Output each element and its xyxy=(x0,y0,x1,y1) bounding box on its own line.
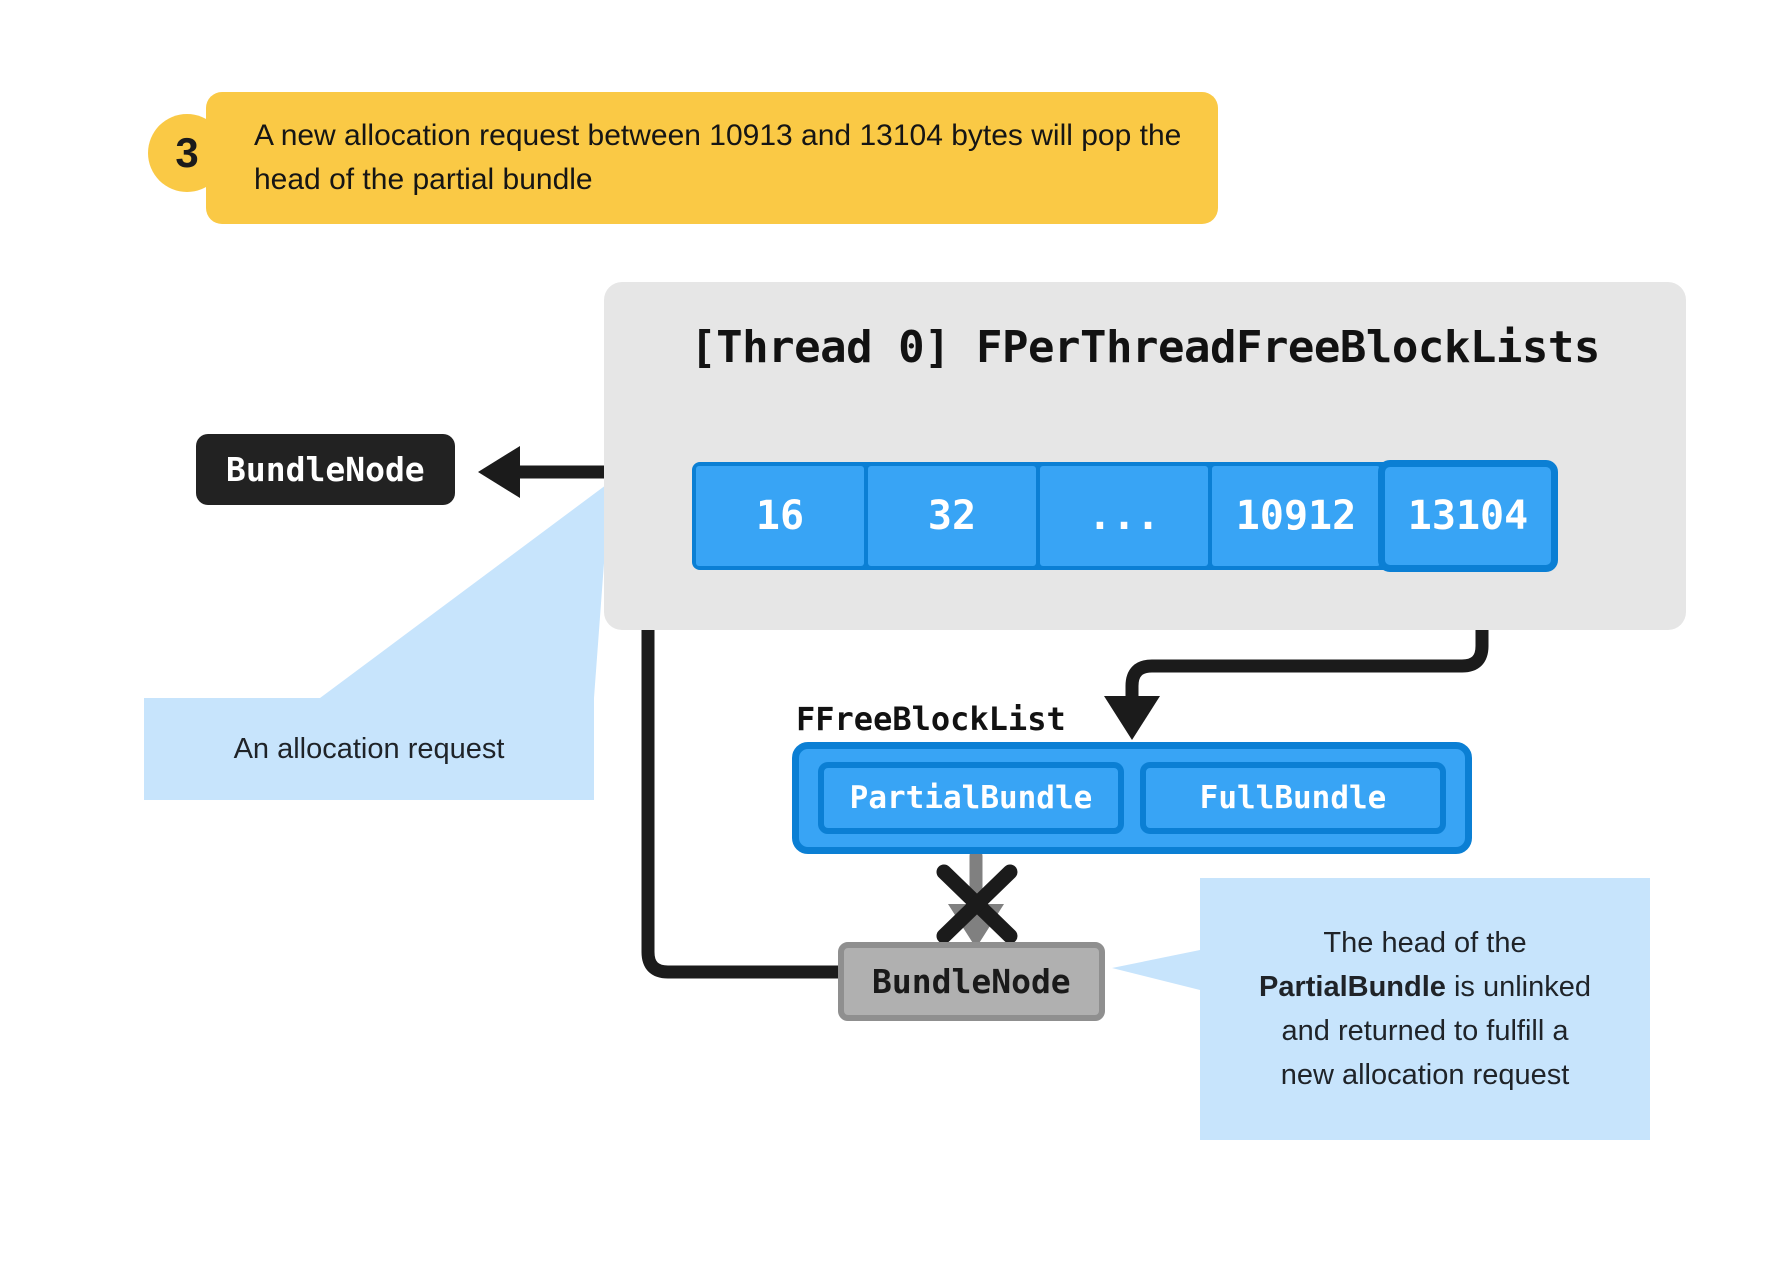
size-class-cell[interactable]: 16 xyxy=(696,466,864,566)
size-class-cell[interactable]: 10912 xyxy=(1212,466,1380,566)
arrow-head-left-icon xyxy=(478,446,520,498)
arrow-head-down-icon xyxy=(1104,696,1160,740)
free-block-list-label: FFreeBlockList xyxy=(796,700,1066,738)
bundle-node-returned-label: BundleNode xyxy=(196,434,455,505)
bundle-node-unlinked[interactable]: BundleNode xyxy=(838,942,1105,1021)
note-head-bold-term: PartialBundle xyxy=(1258,970,1446,1003)
thread-free-block-lists-container: [Thread 0] FPerThreadFreeBlockLists xyxy=(604,282,1686,630)
size-class-cell-ellipsis: ... xyxy=(1040,466,1208,566)
size-class-cell-selected[interactable]: 13104 xyxy=(1378,460,1558,572)
note-head-line-3: and returned to fulfill a xyxy=(1281,1015,1569,1047)
note-head-line-2-rest: is unlinked xyxy=(1445,970,1592,1003)
full-bundle-box[interactable]: FullBundle xyxy=(1140,762,1446,834)
note-head-line-1: The head of the xyxy=(1323,926,1527,959)
note-head-unlinked: The head of the PartialBundle is unlinke… xyxy=(1200,878,1650,1140)
x-cross-icon xyxy=(936,864,1018,944)
step-description: A new allocation request between 10913 a… xyxy=(206,92,1218,224)
size-class-row: 16 32 ... 10912 13104 xyxy=(692,460,1558,572)
free-block-list-box: PartialBundle FullBundle xyxy=(792,742,1472,854)
partial-bundle-box[interactable]: PartialBundle xyxy=(818,762,1124,834)
size-class-cell[interactable]: 32 xyxy=(868,466,1036,566)
leader-allocation-request xyxy=(320,482,610,698)
thread-container-title: [Thread 0] FPerThreadFreeBlockLists xyxy=(690,322,1600,373)
leader-head-unlinked xyxy=(1112,950,1200,990)
step-callout: 3 A new allocation request between 10913… xyxy=(148,92,1218,224)
note-head-line-4: new allocation request xyxy=(1280,1059,1570,1092)
note-allocation-request: An allocation request xyxy=(144,698,594,800)
